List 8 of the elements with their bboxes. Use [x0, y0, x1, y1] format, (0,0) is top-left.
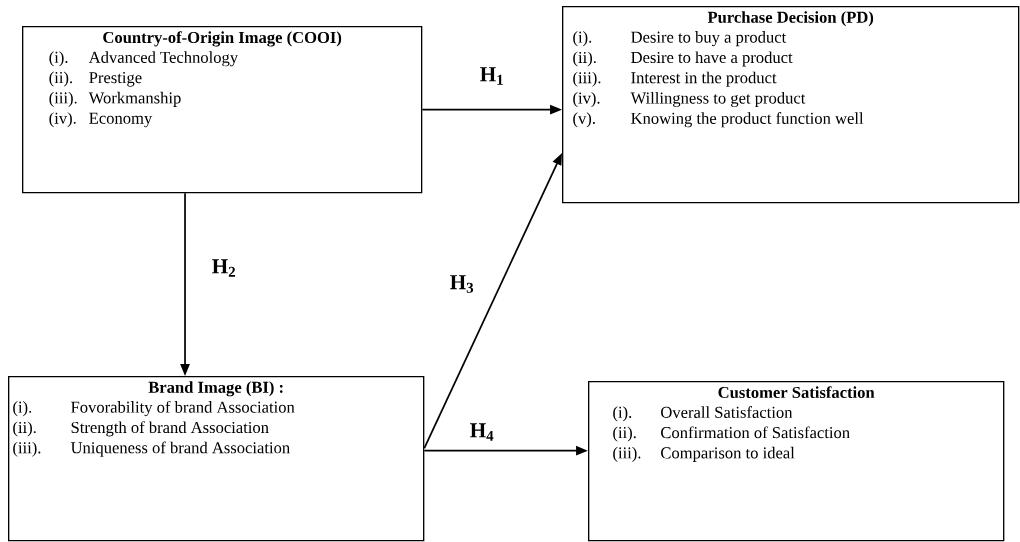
construct-box: Brand Image (BI) : (i). Fovorability of brand Association (ii). Strength of brand Association (iii). Uniqueness of brand Association — [8, 376, 425, 542]
construct-box: Purchase Decision (PD) (i). Desire to buy a product (ii). Desire to have a product (iii). Interest in the product (iv). Willingness to get product (v). Knowing the product function well — [562, 6, 1020, 204]
edge-label: H$_{3}$ — [448, 273, 476, 295]
edge-label: H$_{4}$ — [468, 422, 496, 442]
edge-label: H$_{2}$ — [210, 258, 238, 278]
edge-label: H$_{1}$ — [478, 66, 506, 86]
construct-box: Customer Satisfaction (i). Overall Satisfaction (ii). Confirmation of Satisfaction (iii). Comparison to ideal — [588, 381, 1005, 542]
construct-box: Country-of-Origin Image (COOI) (i). Advanced Technology (ii). Prestige (iii). Workmanship (iv). Economy — [22, 26, 423, 194]
